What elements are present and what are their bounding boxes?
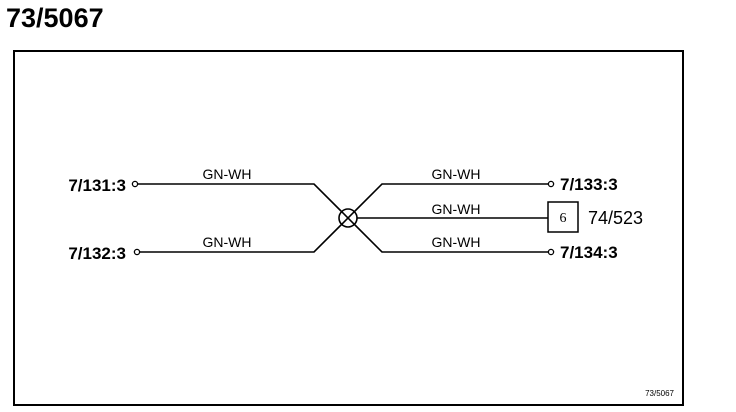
splice-cross-circle-icon: [338, 208, 358, 228]
terminal-label-right-bottom: 7/134:3: [560, 243, 618, 262]
terminal-label-left-top: 7/131:3: [68, 176, 126, 195]
terminal-label-right-top: 7/133:3: [560, 175, 618, 194]
wire-line-right-top: [347, 183, 548, 219]
connector-ref-label: 74/523: [588, 208, 643, 228]
wire-line-left-bottom: [140, 217, 349, 253]
wire-left-bottom: GN-WH 7/132:3: [68, 217, 349, 263]
terminal-dot-right-top: [547, 180, 555, 188]
corner-reference-label: 73/5067: [645, 389, 674, 398]
connector-pin-label: 6: [560, 211, 567, 226]
wire-color-label-left-top: GN-WH: [203, 166, 252, 182]
terminal-label-left-bottom: 7/132:3: [68, 244, 126, 263]
wire-line-right-bottom: [347, 217, 548, 253]
wire-right-middle: 6 GN-WH 74/523: [348, 201, 643, 233]
terminal-dot-left-bottom: [133, 248, 141, 256]
wire-line-left-top: [138, 183, 349, 219]
wire-color-label-right-middle: GN-WH: [432, 201, 481, 217]
wire-left-top: GN-WH 7/131:3: [68, 166, 349, 219]
wire-color-label-right-bottom: GN-WH: [432, 234, 481, 250]
wire-color-label-left-bottom: GN-WH: [203, 234, 252, 250]
connector-box: [547, 201, 579, 233]
wire-right-bottom: GN-WH 7/134:3: [347, 217, 618, 262]
wire-color-label-right-top: GN-WH: [432, 166, 481, 182]
page-title: 73/5067: [6, 3, 104, 33]
diagram-frame: [13, 50, 684, 406]
terminal-dot-left-top: [131, 180, 139, 188]
terminal-dot-right-bottom: [547, 248, 555, 256]
wire-right-top: GN-WH 7/133:3: [347, 166, 618, 219]
